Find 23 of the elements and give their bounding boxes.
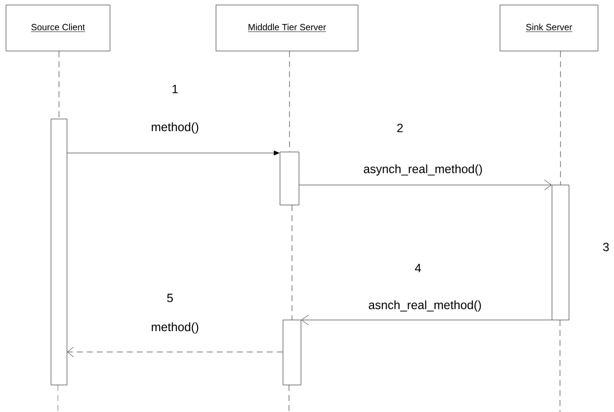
lifeline-header: Sink Server [500,4,598,52]
activation-bar [282,320,302,386]
activation-bar [552,184,570,320]
message-arrow [67,150,280,156]
message-label: asnch_real_method() [368,300,481,312]
message-arrow [301,314,552,326]
message-label: asynch_real_method() [364,164,482,176]
message-arrow [299,180,552,190]
message-label: method() [152,322,198,334]
step-number: 1 [172,84,178,94]
step-number: 2 [397,124,403,132]
lifeline [289,51,290,152]
lifeline-header: Midddle Tier Server [216,4,358,52]
lifeline-header: Source Client [6,4,110,52]
step-number: 3 [603,242,609,252]
message-arrow [67,346,283,358]
activation-bar [50,118,68,386]
lifeline [560,51,561,185]
lifeline [58,51,60,119]
step-number: 5 [167,294,173,302]
activation-bar [280,152,300,206]
message-label: method() [152,122,198,134]
step-number: 4 [414,264,421,272]
